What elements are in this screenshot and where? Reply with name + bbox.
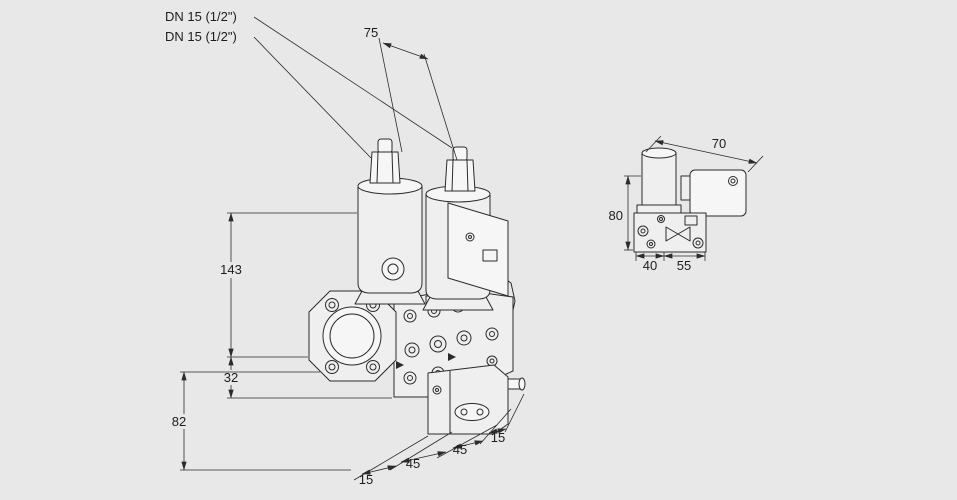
dim-label-height-lower: 82	[172, 414, 186, 429]
connection-label-1: DN 15 (1/2")	[165, 9, 237, 24]
side-view	[633, 147, 747, 253]
connection-label-2: DN 15 (1/2")	[165, 29, 237, 44]
dimension-side-height: 80	[609, 175, 641, 251]
dimension-side-bottom-chain: 40 55	[635, 252, 706, 273]
side-view-dimensions: 70 80 40 55	[609, 135, 764, 273]
dimension-top-width: 75	[364, 25, 458, 161]
main-view	[308, 138, 526, 435]
leader-line-2	[253, 36, 372, 159]
dim-label-depth-4: 15	[491, 430, 505, 445]
dim-label-side-width: 70	[712, 136, 726, 151]
dimension-height-upper: 143	[217, 212, 357, 358]
rating-plate	[447, 202, 509, 297]
dim-label-side-height: 80	[609, 208, 623, 223]
dim-label-side-bottom-left: 40	[643, 258, 657, 273]
side-view-connector-box	[680, 169, 747, 217]
dimension-height-mid: 32	[220, 356, 392, 399]
valve-symbol	[665, 226, 691, 242]
side-view-coil	[636, 147, 682, 214]
dimension-side-width: 70	[645, 135, 764, 173]
dimension-bottom-chain: 15 45 45 15	[353, 393, 525, 487]
dimension-height-lower: 82	[168, 371, 351, 471]
pilot-cap-right	[444, 146, 476, 192]
dim-label-height-upper: 143	[220, 262, 242, 277]
side-port-stub	[507, 377, 526, 391]
bottom-housing	[427, 364, 509, 435]
dim-label-height-mid: 32	[224, 370, 238, 385]
flow-direction-arrow	[448, 353, 456, 361]
dim-label-depth-3: 45	[453, 442, 467, 457]
dim-label-depth-1: 15	[359, 472, 373, 487]
dim-label-side-bottom-right: 55	[677, 258, 691, 273]
flow-direction-arrow	[396, 361, 404, 369]
pilot-cap-left	[369, 138, 401, 184]
main-view-dimensions: DN 15 (1/2") DN 15 (1/2") 75 143 32	[165, 9, 525, 487]
pipe-flange-front	[308, 290, 397, 382]
dim-label-depth-2: 45	[406, 456, 420, 471]
solenoid-coil-left	[357, 177, 423, 294]
side-view-body	[633, 212, 707, 253]
dim-label-top-width: 75	[364, 25, 378, 40]
leader-line-1	[253, 16, 453, 149]
